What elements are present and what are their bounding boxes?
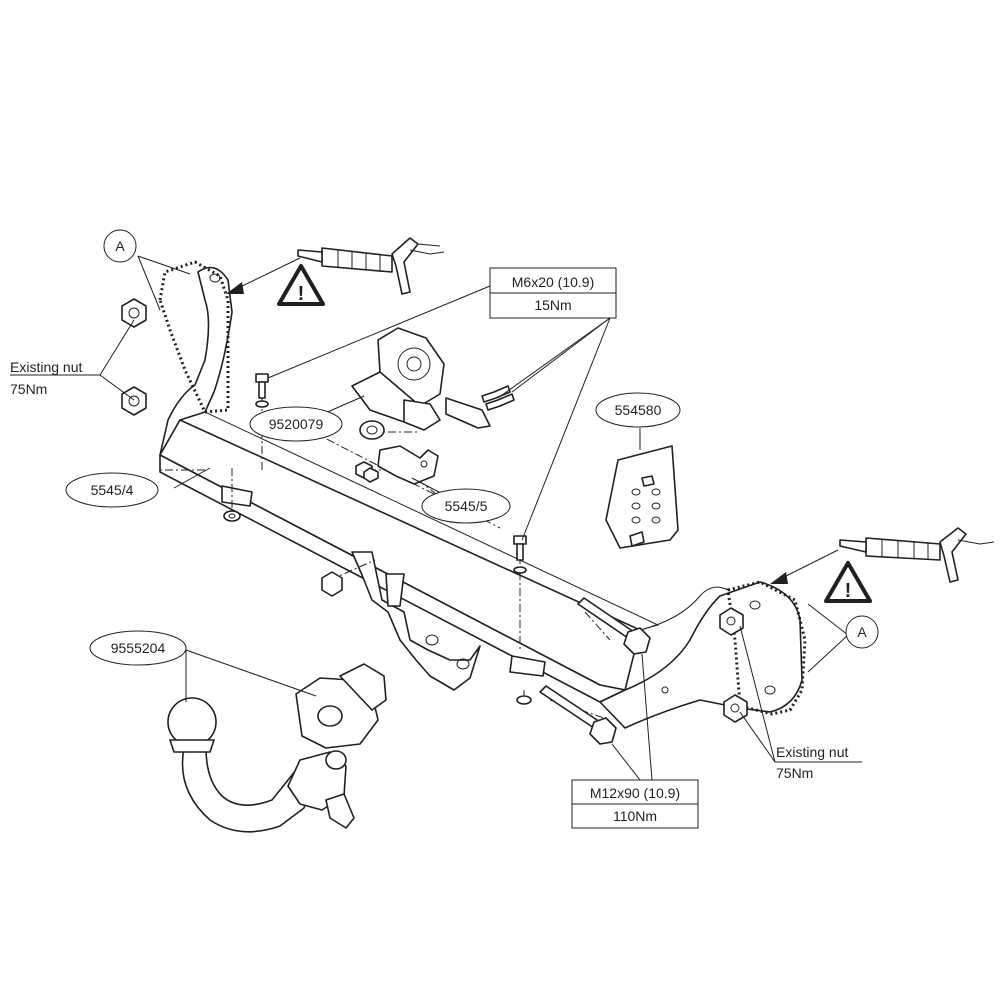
part-9520079-label: 9520079 — [269, 416, 324, 432]
small-bracket — [355, 445, 439, 485]
sealant-gun-icon — [839, 527, 995, 583]
electrical-socket-bracket — [351, 327, 491, 440]
part-5545-5-callout — [421, 488, 511, 524]
sealant-gun-icon — [297, 237, 445, 295]
part-9555204-label: 9555204 — [111, 640, 166, 656]
sealant-area-right — [726, 580, 807, 716]
m12-bolt-spec: M12x90 (10.9) — [590, 785, 680, 801]
right-existing-nut-top — [719, 607, 744, 636]
bolt-kit-pack — [605, 445, 679, 549]
right-existing-nut-bottom — [723, 694, 748, 723]
m6-bolt-spec: M6x20 (10.9) — [512, 274, 594, 290]
m12-bolt-torque: 110Nm — [613, 808, 657, 824]
center-nut — [321, 571, 343, 597]
torque-nut-left-label: 75Nm — [10, 381, 47, 397]
part-554580-callout — [595, 392, 681, 428]
m6-bolt-pair — [481, 385, 515, 411]
callout-circle-a-left — [103, 229, 137, 263]
m12-bolt-lower — [539, 685, 617, 745]
left-existing-nut-top — [121, 298, 147, 328]
washer-left-lower — [223, 510, 241, 522]
washer-right-lower — [516, 695, 532, 705]
m6-bolt-right — [513, 535, 527, 574]
sealant-arrow-left — [226, 257, 301, 294]
callout-circle-a-right — [845, 615, 879, 649]
leader-lines — [10, 255, 862, 781]
part-9520079-callout — [249, 406, 343, 442]
point-a-right-label: A — [857, 624, 867, 640]
existing-nut-left-label: Existing nut — [10, 359, 82, 375]
m6-bolt-left — [255, 373, 269, 408]
warning-mark-right: ! — [845, 580, 852, 602]
towball-neck — [167, 663, 387, 833]
warning-mark-left: ! — [298, 283, 305, 305]
part-5545-5-label: 5545/5 — [445, 498, 488, 514]
existing-nut-right-label: Existing nut — [776, 744, 848, 760]
part-5545-4-callout — [65, 472, 159, 508]
warning-triangle-icon: ! — [824, 561, 872, 603]
m12-bolt-upper — [577, 597, 651, 655]
torque-nut-right-label: 75Nm — [776, 765, 813, 781]
part-554580-label: 554580 — [615, 402, 662, 418]
left-existing-nut-bottom — [121, 386, 147, 416]
part-5545-4-label: 5545/4 — [91, 482, 134, 498]
point-a-left-label: A — [115, 238, 125, 254]
sealant-arrow-right — [770, 549, 839, 584]
part-9555204-callout — [89, 630, 187, 666]
warning-triangle-icon: ! — [277, 264, 325, 306]
m6-bolt-torque: 15Nm — [534, 297, 571, 313]
